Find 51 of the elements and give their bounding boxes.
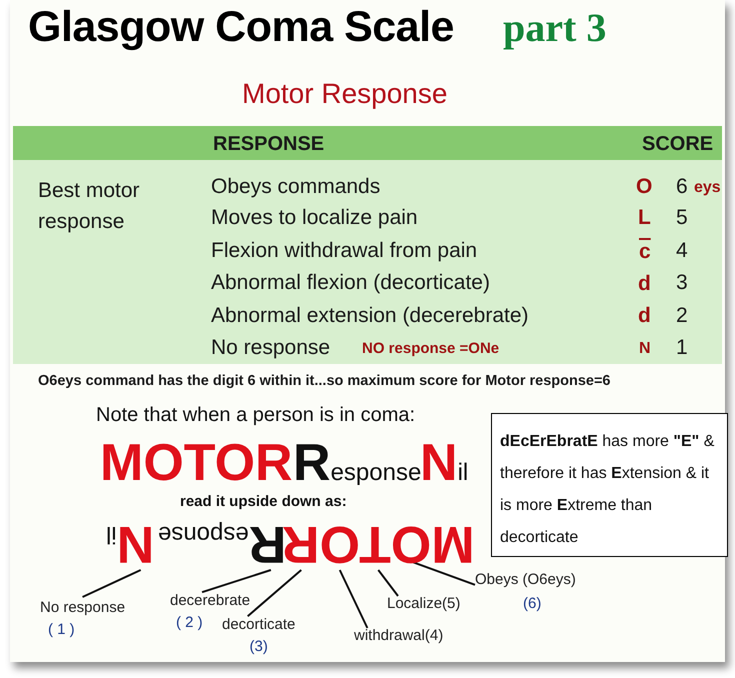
mnemonic-word: Nil [106, 518, 154, 570]
leader-line [338, 570, 368, 628]
response-text: Flexion withdrawal from pain [211, 240, 478, 261]
note-text: dEcErEbratE has more "E" & therefore it has Extension & it is more Extreme than decorticate [500, 433, 714, 546]
score-value: 2 [676, 305, 688, 326]
mnemonic-letter: d [638, 305, 651, 326]
leader-line [247, 569, 302, 617]
mnemonic-letter: L [638, 207, 651, 228]
score-value: 4 [676, 240, 688, 261]
mnemonic-letter: O [636, 176, 652, 197]
leader-line [82, 569, 142, 598]
mnemonic-word: Response [293, 437, 422, 489]
score-value: 6 [676, 176, 688, 197]
response-text: Abnormal extension (decerebrate) [211, 305, 529, 326]
mnemonic-word: MOTOR [100, 437, 293, 489]
subtitle: Motor Response [242, 80, 448, 108]
instruction-text: read it upside down as: [180, 494, 347, 509]
leader-line [202, 569, 272, 594]
column-header: RESPONSE [213, 134, 324, 154]
title: Glasgow Coma Scale [28, 6, 454, 49]
mnemonic-word: Nil [420, 437, 468, 489]
note-box [491, 413, 728, 557]
response-text: Obeys commands [211, 176, 380, 197]
response-text: Abnormal flexion (decorticate) [211, 272, 490, 293]
note-sentence: O6eys command has the digit 6 within it...so maximum score for Motor response=6 [38, 374, 610, 388]
mnemonic-suffix: eys [694, 180, 721, 196]
score-value: 5 [676, 207, 688, 228]
leader-line [412, 561, 476, 586]
mnemonic-word: MOTOR [282, 518, 475, 570]
leader-line [378, 569, 399, 597]
score-number: ( 1 ) [47, 620, 76, 640]
mnemonic-letter: c [639, 241, 651, 262]
score-number: (3) [248, 637, 269, 657]
row-header: Best motor response [38, 178, 141, 235]
leader-label: withdrawal(4) [354, 628, 444, 643]
leader-label: decerebrate [170, 591, 250, 611]
leader-label: Localize(5) [387, 596, 460, 611]
response-text: Moves to localize pain [211, 207, 418, 228]
title-suffix: part 3 [503, 8, 606, 48]
leader-label: Obeys (O6eys) [475, 570, 576, 590]
column-header: SCORE [642, 134, 714, 154]
score-value: 3 [676, 272, 688, 293]
score-value: 1 [676, 337, 688, 358]
note-heading: Note that when a person is in coma: [96, 405, 416, 425]
leader-label: No response [40, 598, 126, 618]
mnemonic-letter: d [638, 273, 651, 294]
score-number: (6) [522, 594, 542, 614]
mnemonic-letter: N [639, 341, 651, 357]
response-text: No response [211, 337, 330, 358]
mnemonic-note: NO response =ONe [362, 341, 500, 356]
leader-label: decorticate [222, 615, 296, 635]
